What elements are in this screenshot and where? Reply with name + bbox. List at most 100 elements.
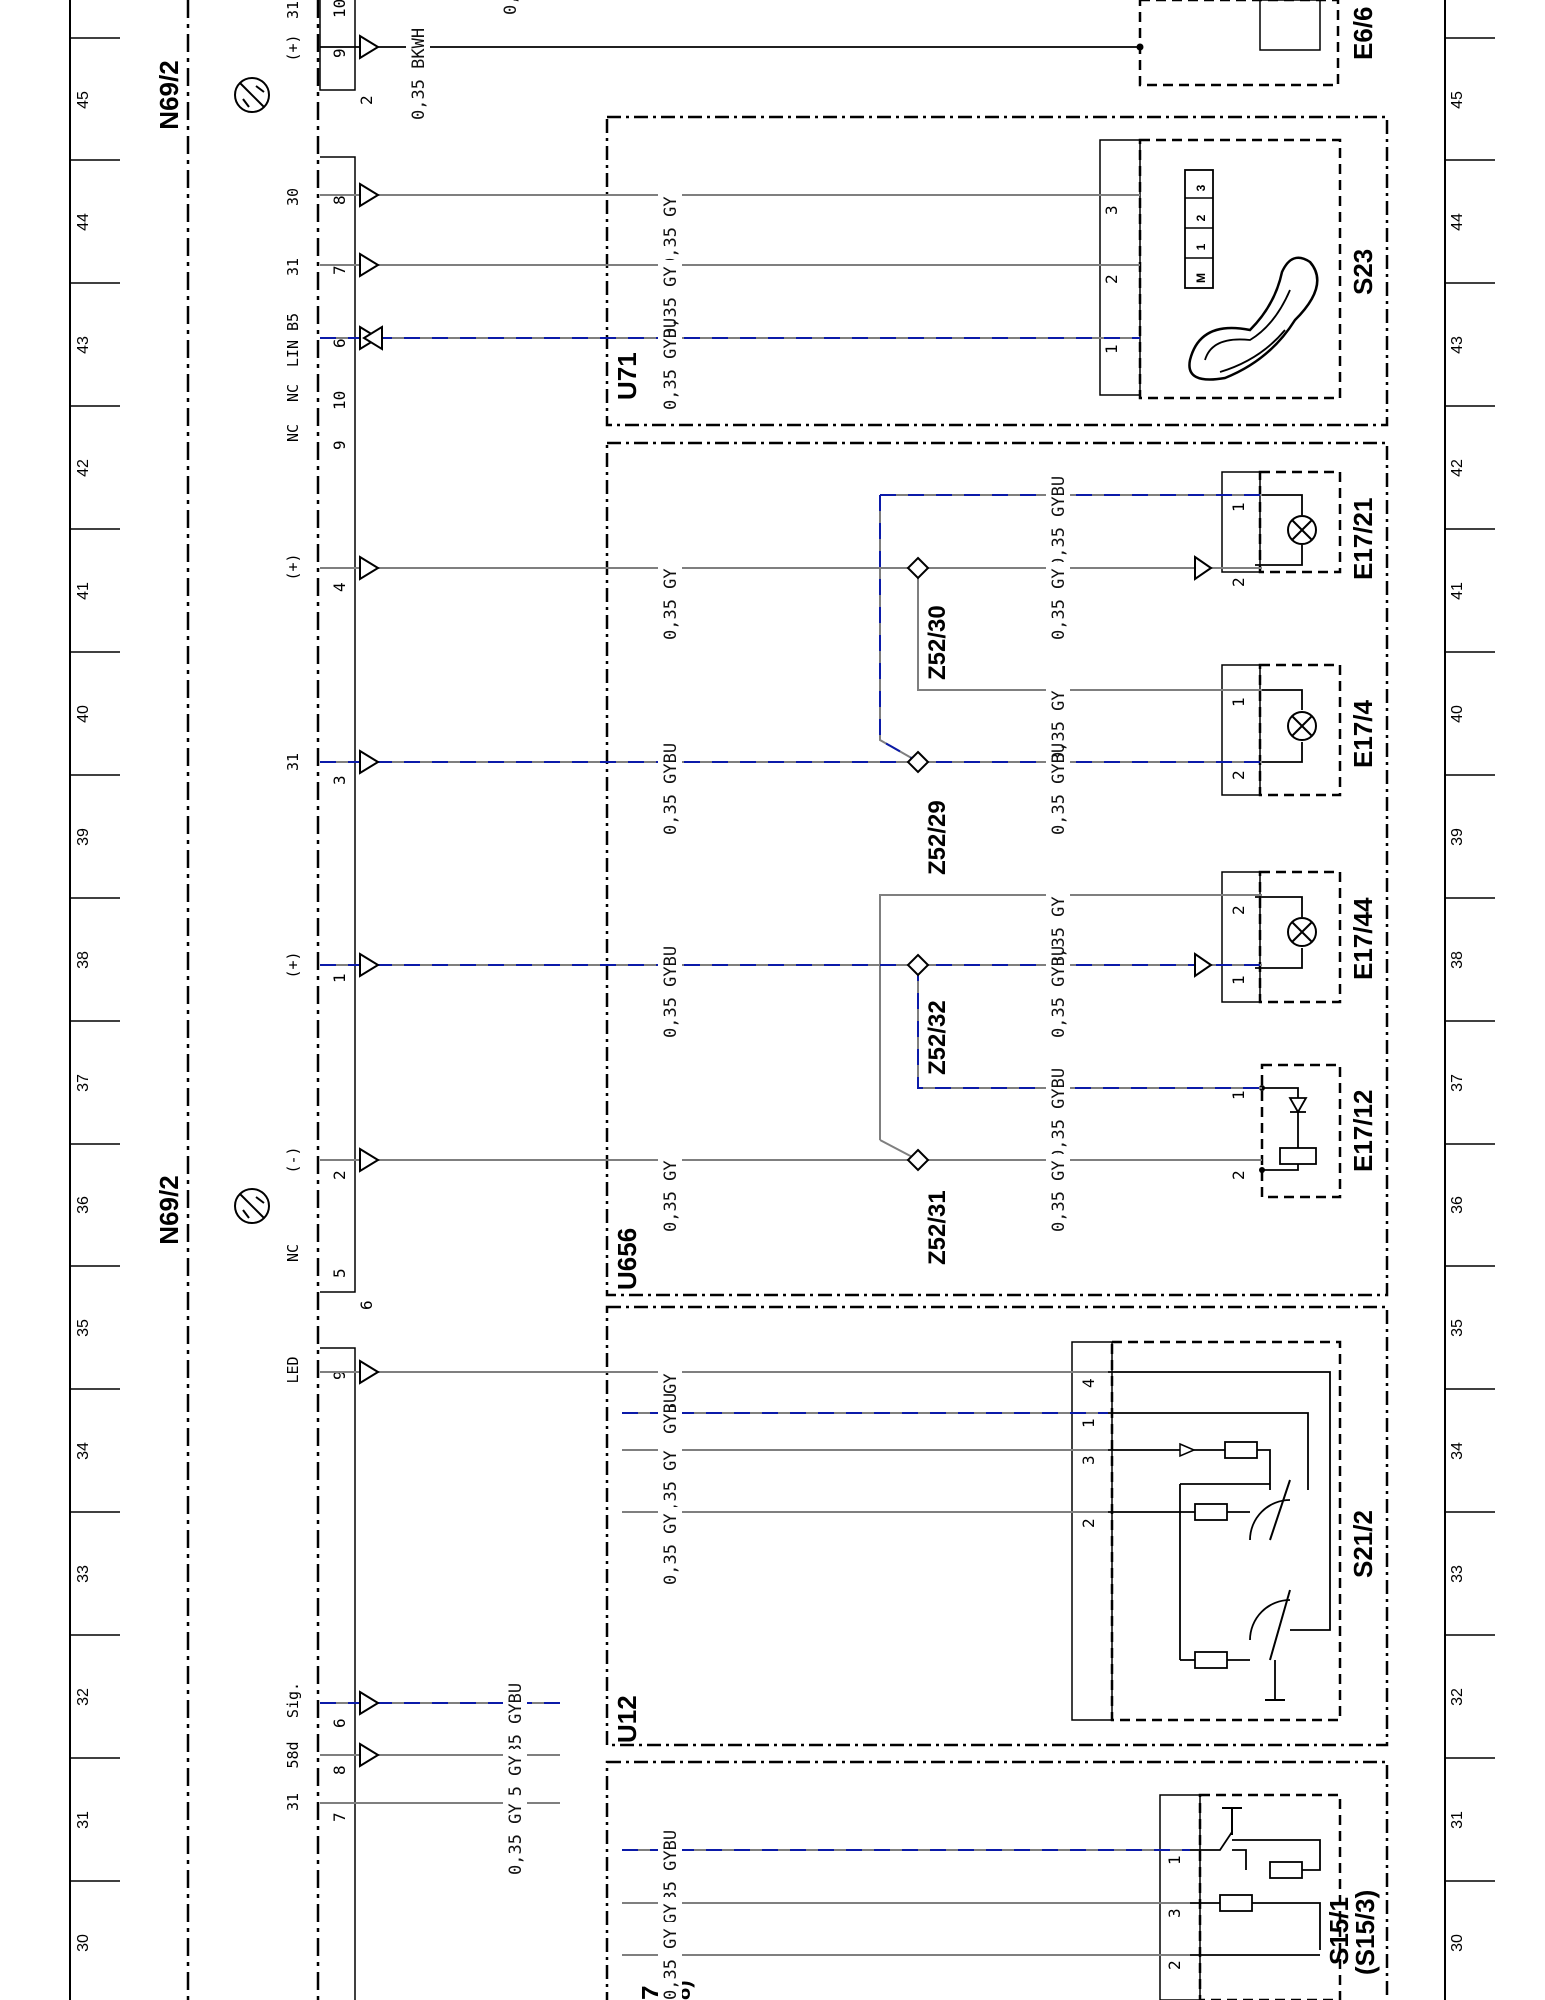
splice-point bbox=[906, 750, 930, 774]
grid-row-label-right: 32 bbox=[1449, 1688, 1466, 1706]
svg-text:NC: NC bbox=[284, 384, 302, 402]
svg-text:(+): (+) bbox=[284, 951, 302, 978]
wire-label-bg bbox=[1046, 757, 1070, 843]
connector-arrow bbox=[362, 325, 383, 351]
wire-label: 0,35 GYBU bbox=[1049, 476, 1069, 568]
wire-label: 0,35 GYBU bbox=[1049, 946, 1069, 1038]
s23-keypad: M 1 2 3 bbox=[1184, 169, 1214, 289]
svg-text:2: 2 bbox=[330, 1170, 349, 1180]
grid-row-label-left: 44 bbox=[75, 213, 92, 231]
connector-arrow bbox=[1194, 555, 1213, 581]
grid-row-label-right: 41 bbox=[1449, 582, 1466, 600]
svg-text:1: 1 bbox=[1194, 243, 1208, 250]
component-box-e17-21 bbox=[1258, 470, 1342, 574]
svg-text:8: 8 bbox=[330, 1765, 349, 1775]
wire-label: 0,35 BK bbox=[501, 0, 521, 15]
grid-row-label-left: 33 bbox=[75, 1565, 92, 1583]
svg-text:6: 6 bbox=[357, 1300, 376, 1310]
svg-text:2: 2 bbox=[1229, 770, 1248, 780]
component-label-e17-12: E17/12 bbox=[1348, 1090, 1378, 1172]
wires bbox=[320, 46, 1262, 1956]
wire-label: 0,35 GY bbox=[661, 196, 681, 268]
component-box-e6 bbox=[1138, 0, 1340, 87]
module-label-top: N69/2 bbox=[154, 60, 184, 129]
svg-text:3: 3 bbox=[330, 775, 349, 785]
svg-text:9: 9 bbox=[330, 440, 349, 450]
grid-row-label-left: 32 bbox=[75, 1688, 92, 1706]
lamp-icon-e17-21 bbox=[1255, 494, 1317, 566]
component-box-e17-12 bbox=[1260, 1063, 1342, 1199]
svg-text:M: M bbox=[1194, 273, 1208, 283]
wire-label-bg bbox=[406, 42, 430, 128]
wire-label: 0,35 GYBU bbox=[1049, 1068, 1069, 1160]
wire-label-bg bbox=[1046, 1082, 1070, 1168]
svg-text:NC: NC bbox=[284, 1244, 302, 1262]
e6-led-body bbox=[1259, 0, 1321, 51]
component-box-e17-44 bbox=[1258, 870, 1342, 1004]
svg-text:3: 3 bbox=[1165, 1908, 1184, 1918]
component-box-s23 bbox=[1138, 138, 1342, 400]
svg-text:1: 1 bbox=[1165, 1855, 1184, 1865]
svg-text:4: 4 bbox=[330, 582, 349, 592]
ground-symbol-mid bbox=[234, 1188, 270, 1224]
connector-block-2: 8 7 6 10 9 4 3 1 2 5 6 30 31 LIN B5 NC N… bbox=[284, 156, 376, 1310]
seat-switch-icon bbox=[1188, 256, 1319, 381]
group-box-u656 bbox=[605, 441, 1389, 1297]
wire-label: 0,35 GY bbox=[661, 1928, 681, 2000]
lamp-icon-e17-4 bbox=[1255, 689, 1317, 763]
group-box-s15 bbox=[605, 1760, 1389, 2000]
svg-text:30: 30 bbox=[284, 188, 302, 206]
svg-text:31: 31 bbox=[284, 753, 302, 771]
wire-label: 0,35 GY bbox=[661, 568, 681, 640]
svg-text:58d: 58d bbox=[284, 1741, 302, 1768]
wire-label-bg bbox=[1046, 960, 1070, 1046]
grid-row-label-left: 37 bbox=[75, 1074, 92, 1092]
group-box-u71 bbox=[605, 115, 1389, 427]
svg-text:1: 1 bbox=[1102, 344, 1121, 354]
wire-label: 0,35 GY bbox=[1049, 568, 1069, 640]
lamp-icon-e17-44 bbox=[1255, 896, 1317, 969]
wire-label-bg bbox=[658, 562, 682, 648]
svg-text:9: 9 bbox=[330, 48, 349, 58]
wire-label: 0,35 GY bbox=[661, 1160, 681, 1232]
grid-row-label-left: 30 bbox=[75, 1934, 92, 1952]
svg-text:7: 7 bbox=[330, 1812, 349, 1822]
svg-text:(-): (-) bbox=[284, 1146, 302, 1173]
wire-label-bg bbox=[658, 1507, 682, 1593]
grid-row-label-right: 33 bbox=[1449, 1565, 1466, 1583]
wire-label-bg bbox=[658, 260, 682, 346]
component-box-s21-2 bbox=[1110, 1340, 1342, 1722]
grid-row-label-right: 40 bbox=[1449, 705, 1466, 723]
svg-text:1: 1 bbox=[1229, 697, 1248, 707]
wire-e17-21-return bbox=[879, 495, 916, 761]
wire-e17-12-pin1 bbox=[917, 965, 1262, 1089]
grid-row-label-left: 39 bbox=[75, 828, 92, 846]
connector-arrow bbox=[359, 749, 380, 775]
grid-row-label-left: 31 bbox=[75, 1811, 92, 1829]
grid-row-label-left: 35 bbox=[75, 1319, 92, 1337]
grid-row-label-left: 45 bbox=[75, 91, 92, 109]
wire-label-bg bbox=[1046, 562, 1070, 648]
connector-arrow bbox=[1194, 952, 1213, 978]
group-box-u12 bbox=[605, 1305, 1389, 1747]
splice-point bbox=[906, 556, 930, 580]
svg-text:2: 2 bbox=[1165, 1960, 1184, 1970]
led-icon-e17-12 bbox=[1259, 1085, 1317, 1173]
svg-text:2: 2 bbox=[357, 95, 376, 105]
svg-text:(+): (+) bbox=[284, 34, 302, 61]
splice-point bbox=[906, 1148, 930, 1172]
svg-text:(+): (+) bbox=[284, 553, 302, 580]
wire-label: 0,35 GYBU bbox=[661, 318, 681, 410]
wire-e17-4-pin1 bbox=[917, 568, 1262, 691]
grid-row-label-right: 42 bbox=[1449, 459, 1466, 477]
splice-points bbox=[906, 43, 1144, 1172]
connector-arrow bbox=[359, 952, 380, 978]
grid-row-label-left: 43 bbox=[75, 336, 92, 354]
component-label-s15-3: (S15/3) bbox=[1350, 1890, 1380, 1975]
component-label-e6: E6/6 bbox=[1348, 7, 1378, 61]
group-label-u12: U12 bbox=[612, 1695, 642, 1743]
